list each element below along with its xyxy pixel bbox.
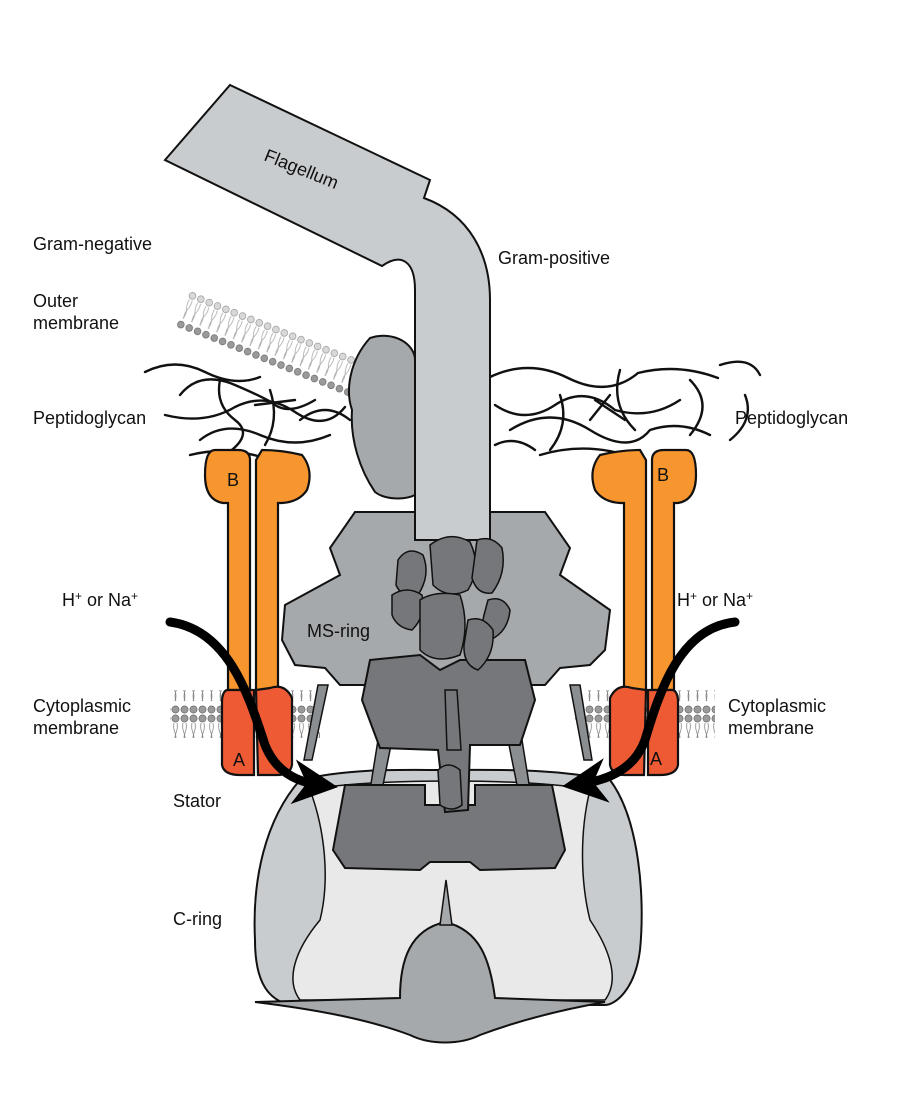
lp-ring	[348, 334, 416, 500]
ion-right-h: H	[677, 590, 690, 610]
ion-left-plus2: +	[131, 589, 139, 603]
motb-right-label: B	[657, 465, 669, 485]
mota-left-label: A	[233, 750, 245, 770]
motb-left-label: B	[227, 470, 239, 490]
ion-right-label: H+ or Na+	[677, 589, 753, 611]
ion-left-h: H	[62, 590, 75, 610]
ion-left-label: H+ or Na+	[62, 589, 138, 611]
rod-segments	[391, 536, 511, 810]
ion-right-plus: +	[690, 589, 698, 603]
gram-negative-label: Gram-negative	[33, 234, 153, 254]
export-apparatus-base	[254, 920, 606, 1044]
ion-flow-arrows	[165, 617, 740, 805]
peptidoglycan-right-label: Peptidoglycan	[735, 408, 849, 428]
export-spike	[439, 879, 453, 926]
cytoplasmic-membrane-right-label: Cytoplasmic membrane	[728, 696, 827, 738]
ion-right-or-na: or Na	[697, 590, 747, 610]
outer-membrane-label: Outer membrane	[33, 291, 120, 333]
cytoplasmic-membrane-left-label: Cytoplasmic membrane	[33, 696, 132, 738]
flagellum-filament	[163, 83, 491, 561]
ms-ring-label: MS-ring	[307, 621, 371, 641]
mota-right-label: A	[650, 749, 662, 769]
ring-stalks	[303, 684, 593, 791]
peptidoglycan-left-label: Peptidoglycan	[33, 408, 147, 428]
c-ring-label: C-ring	[173, 909, 223, 929]
ion-right-plus2: +	[746, 589, 754, 603]
gram-positive-label: Gram-positive	[498, 248, 611, 268]
stator-label: Stator	[173, 791, 222, 811]
outer-membrane	[175, 290, 367, 399]
ion-left-plus: +	[75, 589, 83, 603]
ion-left-or-na: or Na	[82, 590, 132, 610]
